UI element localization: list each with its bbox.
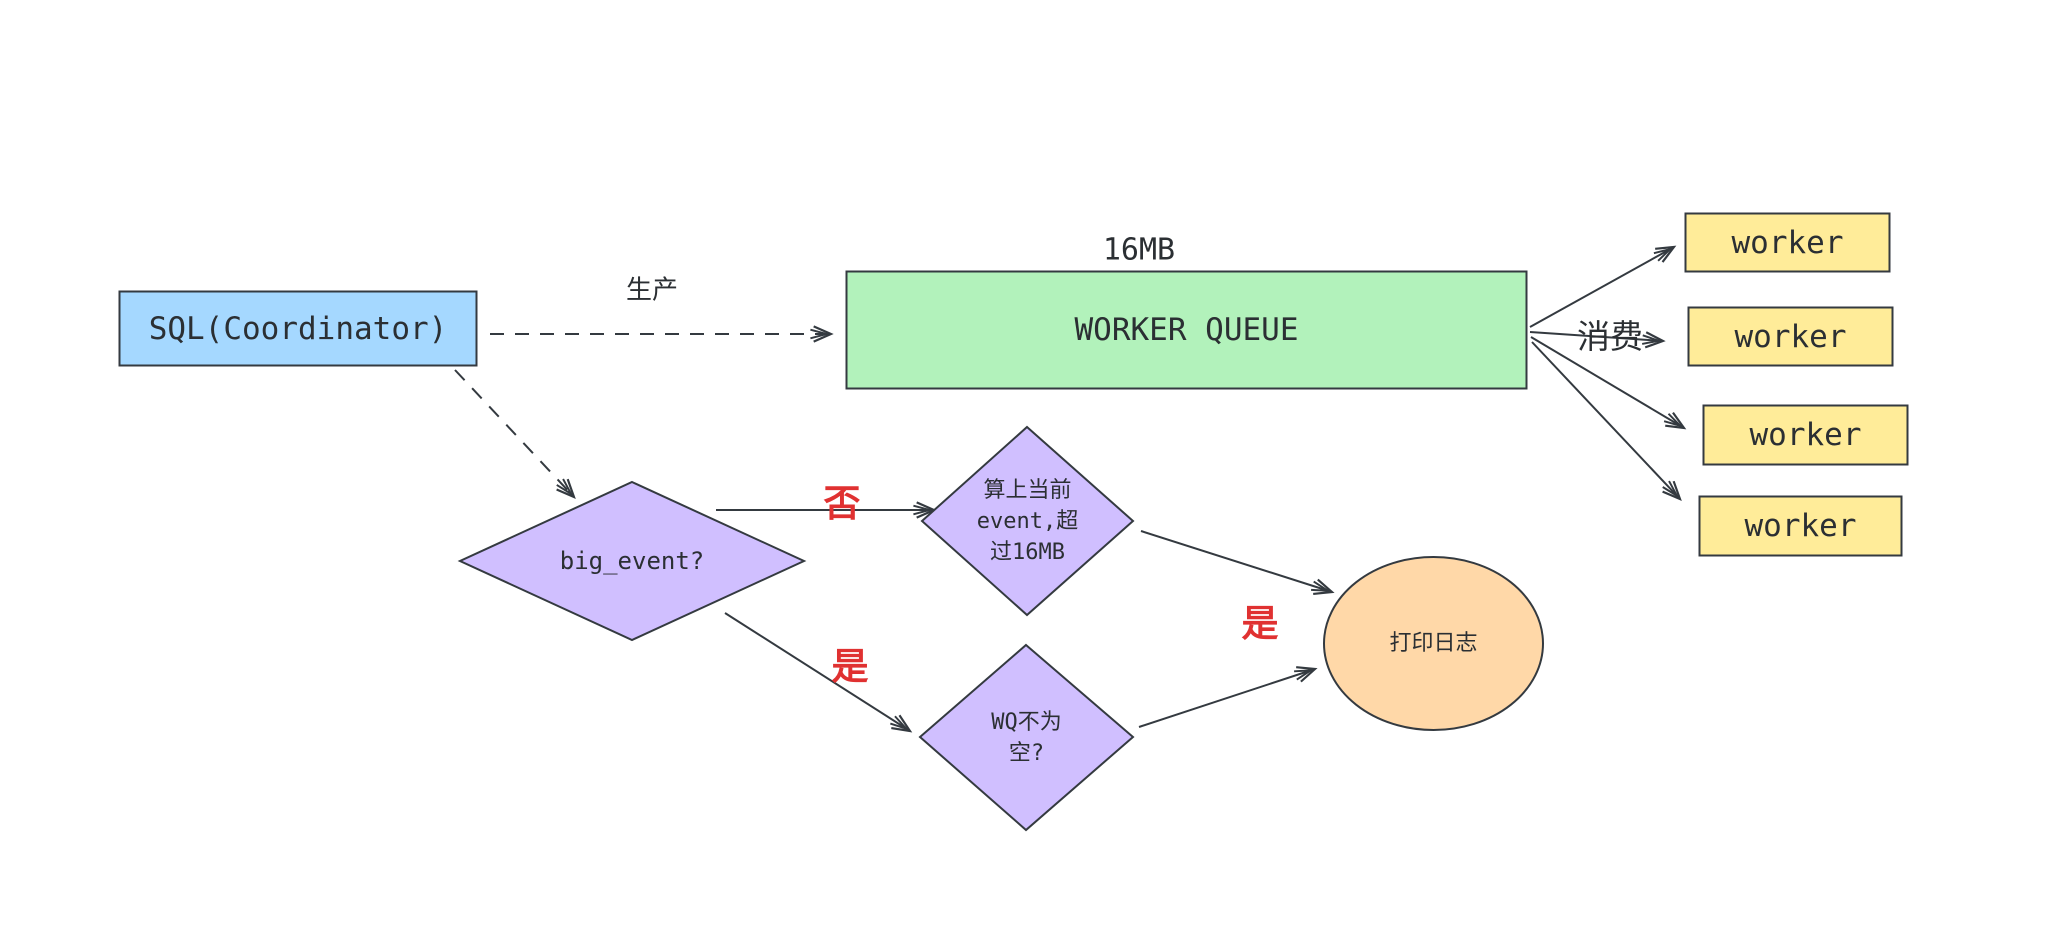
arrow-yes-to-wq-not-empty[interactable] [724,612,913,733]
rectangle-shape [118,290,478,367]
node-label: worker [1744,508,1857,544]
arrow-consume-3[interactable] [1530,336,1687,430]
node-label: WORKER QUEUE [1074,312,1299,348]
queue-size-label[interactable]: 16MB [1102,232,1176,268]
diamond-shape [457,480,807,642]
node-print-log[interactable]: 打印日志 [1322,555,1545,732]
rectangle-shape [1698,495,1903,557]
arrow-coordinator-to-big-event[interactable] [454,369,576,499]
rectangle-shape [1702,404,1909,466]
node-label: worker [1731,224,1844,261]
diamond-shape [918,643,1135,832]
label-yes-to-wq[interactable]: 是 [831,645,869,688]
label-produce[interactable]: 生产 [625,275,679,306]
diamond-shape [920,425,1135,617]
label-no[interactable]: 否 [823,482,861,525]
arrow-wq-to-print-log[interactable] [1138,666,1318,728]
node-label: WQ不为 空? [991,709,1062,766]
node-worker-1[interactable]: worker [1684,212,1891,273]
arrow-consume-2[interactable] [1529,331,1666,349]
node-over-16mb-check[interactable]: 算上当前 event,超 过16MB [920,425,1135,617]
node-worker-3[interactable]: worker [1702,404,1909,466]
label-consume[interactable]: 消费 [1577,317,1643,356]
node-label: SQL(Coordinator) [148,310,448,347]
node-worker-4[interactable]: worker [1698,495,1903,557]
node-wq-not-empty[interactable]: WQ不为 空? [918,643,1135,832]
node-big-event[interactable]: big_event? [457,480,807,642]
node-label: big_event? [559,547,705,575]
rectangle-shape [1687,306,1894,367]
ellipse-shape [1323,556,1544,731]
node-label: 打印日志 [1389,631,1478,656]
node-sql-coordinator[interactable]: SQL(Coordinator) [118,290,478,367]
node-label: worker [1749,417,1862,453]
arrow-over-16mb-to-print-log[interactable] [1140,530,1335,596]
node-worker-queue[interactable]: WORKER QUEUE [845,270,1528,390]
node-worker-2[interactable]: worker [1687,306,1894,367]
rectangle-shape [845,270,1528,390]
arrow-consume-4[interactable] [1531,341,1682,501]
arrow-consume-1[interactable] [1529,245,1677,328]
node-label: 算上当前 event,超 过16MB [976,477,1079,565]
label-yes-to-log[interactable]: 是 [1241,602,1279,645]
rectangle-shape [1684,212,1891,273]
node-label: worker [1734,318,1847,355]
